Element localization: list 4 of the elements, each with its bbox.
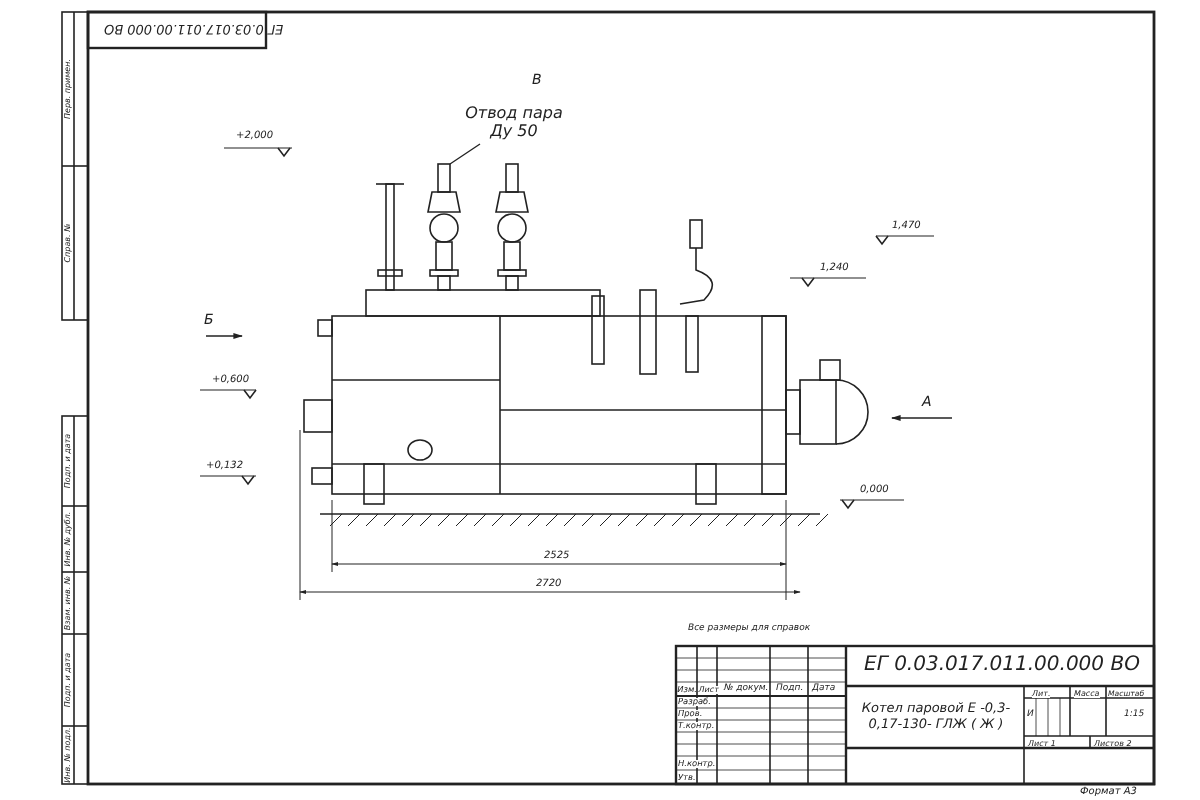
valve-drawing	[427, 163, 461, 291]
callout-text: Отвод пара Ду 50	[464, 104, 564, 141]
drawing-number: ЕГ 0.03.017.011.00.000 ВО	[864, 656, 1140, 676]
leader-line	[449, 143, 481, 165]
